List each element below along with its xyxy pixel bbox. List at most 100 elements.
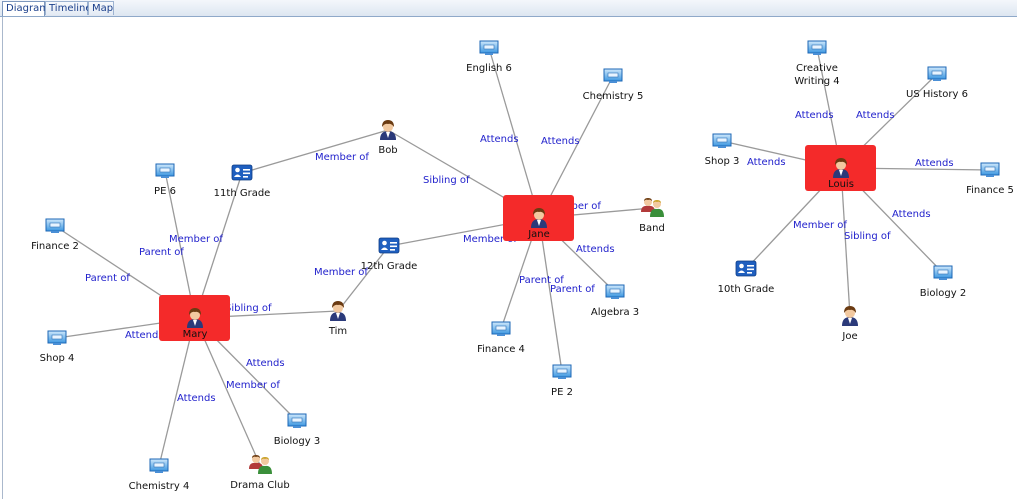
edge-label: Attends [576,244,615,255]
edge-label: Attends [856,110,895,121]
edge-mary-pe6[interactable] [164,170,196,319]
id-card-icon [735,260,757,277]
node-drama[interactable]: Drama Club [230,455,290,491]
node-label: PE 2 [551,387,573,398]
edge-mary-drama[interactable] [194,317,261,466]
edge-label: Attends [246,358,285,369]
edge-label: Attends [915,158,954,169]
tab-diagram[interactable]: Diagram [2,1,49,16]
edge-label: Attends [747,157,786,168]
node-fin5[interactable]: Finance 5 [966,162,1014,196]
node-bio2[interactable]: Biology 2 [920,265,966,299]
node-ush6[interactable]: US History 6 [906,66,968,100]
edge-label: Member of [547,201,601,212]
node-g10[interactable]: 10th Grade [718,260,775,295]
classroom-monitor-icon [603,68,623,83]
node-chem4[interactable]: Chemistry 4 [129,458,190,492]
node-g12[interactable]: 12th Grade [361,237,418,272]
classroom-monitor-icon [807,40,827,55]
edge-layer [54,47,991,467]
node-jane[interactable]: Jane [503,195,574,241]
node-louis[interactable]: Louis [805,145,876,191]
person-icon [842,306,858,326]
node-tim[interactable]: Tim [328,301,347,337]
node-label: Louis [828,179,854,190]
node-label: 12th Grade [361,261,418,272]
edge-mary-chem4[interactable] [158,317,196,467]
node-label: Finance 5 [966,185,1014,196]
classroom-monitor-icon [712,133,732,148]
edge-tim-g12[interactable] [337,245,390,312]
node-g11[interactable]: 11th Grade [214,164,271,199]
node-label: Bob [378,145,397,156]
person-icon [187,308,203,328]
edge-label: Parent of [519,275,564,286]
node-label: Joe [841,331,857,342]
person-icon [531,208,547,228]
edge-label: Attends [795,110,834,121]
classroom-monitor-icon [479,40,499,55]
classroom-monitor-icon [605,284,625,299]
edge-label: Attends [541,136,580,147]
edge-mary-g11[interactable] [194,172,243,319]
edge-label: Member of [314,267,368,278]
node-shop3[interactable]: Shop 3 [705,133,740,167]
node-pe6[interactable]: PE 6 [154,163,176,197]
classroom-monitor-icon [149,458,169,473]
edge-label: Sibling of [844,231,891,242]
node-alg3[interactable]: Algebra 3 [591,284,639,318]
edge-label: Attends [177,393,216,404]
edge-jane-chem5[interactable] [538,75,614,219]
person-icon [833,158,849,178]
node-label: Finance 4 [477,344,525,355]
node-fin4[interactable]: Finance 4 [477,321,525,355]
edge-label: Attends [125,330,164,341]
node-shop4[interactable]: Shop 4 [40,330,75,364]
group-people-icon [249,455,272,474]
node-label: Biology 3 [274,436,320,447]
edge-label: Member of [169,234,223,245]
node-label: Finance 2 [31,241,79,252]
edge-jane-eng6[interactable] [488,47,540,219]
edge-louis-joe[interactable] [840,167,851,317]
group-people-icon [641,198,664,217]
node-label: Writing 4 [794,76,839,87]
node-label: Creative [796,63,838,74]
edge-jane-pe2[interactable] [538,217,563,373]
node-pe2[interactable]: PE 2 [551,364,573,398]
node-label: Jane [527,229,550,240]
id-card-icon [378,237,400,254]
person-icon [330,301,346,321]
node-chem5[interactable]: Chemistry 5 [583,68,644,102]
node-joe[interactable]: Joe [841,306,858,342]
edge-label: Attends [892,209,931,220]
node-label: Shop 4 [40,353,75,364]
tab-map[interactable]: Map [88,1,114,15]
edge-label: Member of [793,220,847,231]
node-label: Mary [183,329,208,340]
node-bio3[interactable]: Biology 3 [274,413,320,447]
node-label: US History 6 [906,89,968,100]
edge-label: Member of [315,152,369,163]
node-label: Biology 2 [920,288,966,299]
edge-g11-bob[interactable] [241,129,389,174]
node-label: English 6 [466,63,512,74]
node-mary[interactable]: Mary [159,295,230,341]
edge-label: Parent of [139,247,184,258]
node-label: Algebra 3 [591,307,639,318]
tab-timeline[interactable]: Timeline [45,1,92,15]
classroom-monitor-icon [287,413,307,428]
node-eng6[interactable]: English 6 [466,40,512,74]
id-card-icon [231,164,253,181]
node-label: 11th Grade [214,188,271,199]
node-fin2[interactable]: Finance 2 [31,218,79,252]
node-bob[interactable]: Bob [378,120,398,156]
edge-label: Sibling of [423,175,470,186]
node-band[interactable]: Band [639,198,665,234]
classroom-monitor-icon [552,364,572,379]
node-label: Chemistry 5 [583,91,644,102]
